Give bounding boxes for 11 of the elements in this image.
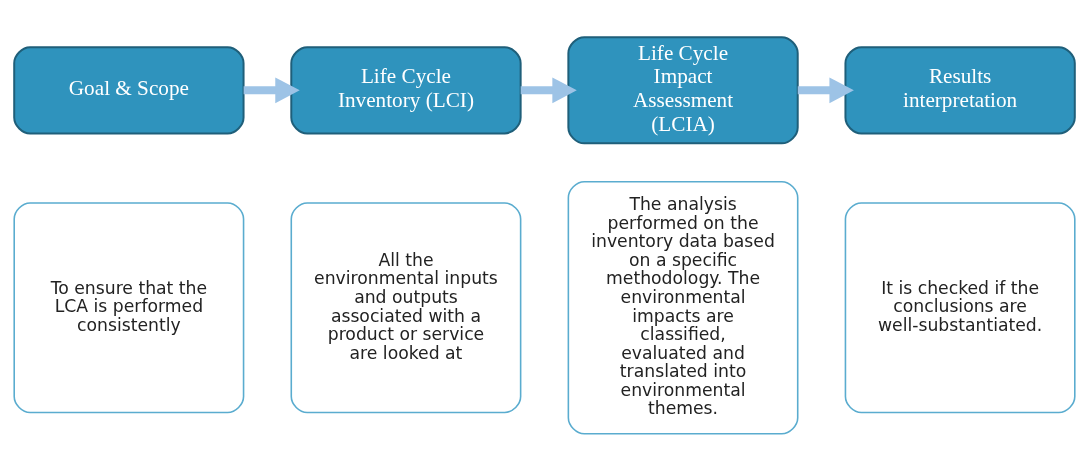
node-box: To ensure that the LCA is performed consistently <box>13 202 245 414</box>
node-box: Results interpretation <box>844 46 1076 135</box>
arrow <box>243 77 300 104</box>
node-box: It is checked if the conclusions are well-substantiated. <box>844 202 1076 414</box>
node-box: Goal & Scope <box>13 46 245 135</box>
node-box: Life Cycle Impact Assessment (LCIA) <box>567 36 799 145</box>
node-box: All the environmental inputs and outputs associated with a product or service are looked at <box>290 202 522 414</box>
arrow <box>797 77 854 104</box>
arrow <box>520 77 577 104</box>
node-box: The analysis performed on the inventory data based on a specific methodology. The environmental impacts are classified, evaluated and translated into environmental themes. <box>567 181 799 435</box>
node-box: Life Cycle Inventory (LCI) <box>290 46 522 135</box>
